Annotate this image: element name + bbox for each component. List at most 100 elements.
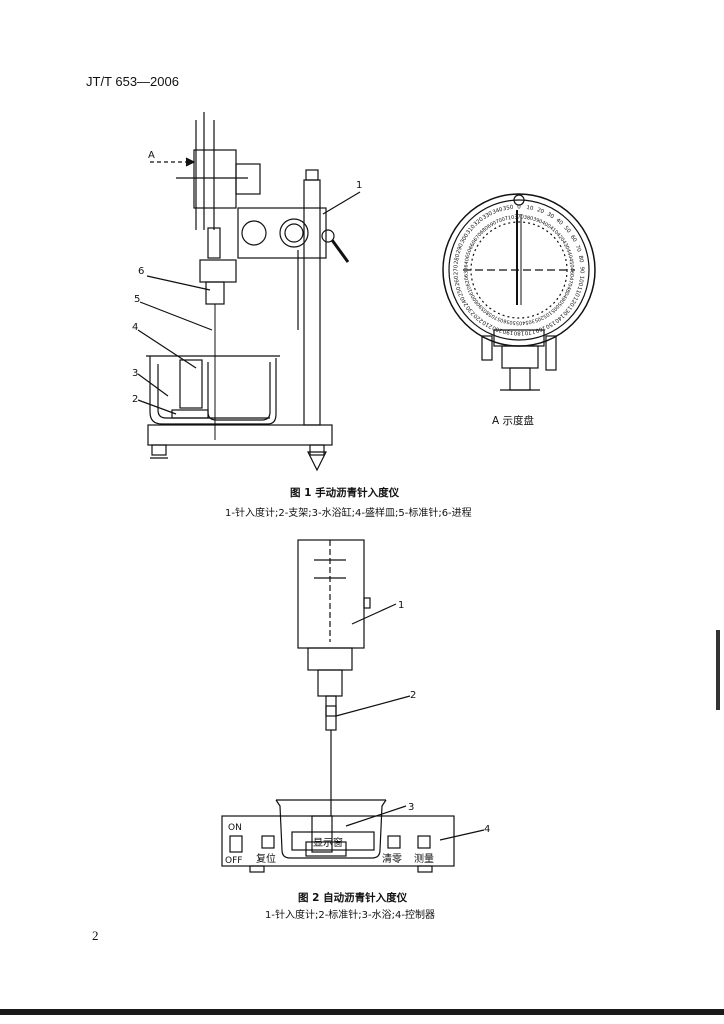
dial-number: 420: [555, 232, 566, 243]
dial-number: 140: [553, 312, 565, 324]
dial-number: 180: [513, 330, 524, 336]
dial-number: 50: [562, 225, 571, 235]
dial-number: 570: [491, 313, 502, 323]
dial-number: 510: [544, 307, 555, 317]
scan-margin-mark: [716, 630, 720, 710]
dial-gauge-housing: [193, 149, 237, 209]
controller-box: [221, 815, 455, 867]
fig2-label-3: 3: [408, 802, 414, 813]
fig1-label-2: 2: [132, 394, 138, 405]
dial-number: 170: [524, 328, 536, 336]
clear-label: 清零: [382, 852, 402, 865]
dial-number: 650: [465, 248, 474, 259]
dial-caption: A 示度盘: [492, 414, 535, 427]
penetrometer-housing: [297, 539, 365, 649]
dial-number: 10: [526, 205, 534, 212]
clear-button: [387, 835, 401, 849]
dial-number: 270: [454, 264, 460, 275]
figure-2-legend: 1-针入度计;2-标准针;3-水浴;4-控制器: [265, 908, 435, 921]
fig2-label-1: 1: [398, 600, 404, 611]
dial-number: 530: [528, 316, 539, 324]
dial-number: 110: [573, 285, 582, 297]
dial-number: 590: [476, 301, 487, 312]
support-arm: [237, 207, 327, 259]
reset-button: [261, 835, 275, 849]
dial-number: 310: [465, 223, 477, 235]
fig2-label-2: 2: [410, 690, 416, 701]
dial-number: 630: [463, 267, 469, 277]
dial-number: 290: [456, 242, 465, 254]
dial-number: 670: [473, 232, 484, 243]
fig1-label-6: 6: [138, 266, 144, 277]
dial-number: 410: [548, 225, 559, 236]
dial-number: 470: [566, 276, 574, 287]
dial-number: 710: [504, 215, 514, 223]
dial-number: 460: [568, 267, 574, 277]
reset-label: 复位: [256, 852, 276, 865]
dial-number: 30: [546, 211, 555, 220]
dial-number: 260: [454, 275, 462, 287]
dial-number: 40: [555, 218, 565, 227]
dial-number: 200: [491, 324, 503, 333]
dial-number: 390: [532, 216, 543, 225]
scan-bottom-edge: [0, 1009, 724, 1015]
dial-number: 660: [468, 240, 478, 251]
dial-number: 440: [565, 248, 574, 259]
dial-number: 620: [464, 276, 472, 287]
dial-number: 210: [481, 319, 494, 330]
dial-number: 400: [540, 220, 551, 230]
dial-number: 240: [459, 295, 470, 308]
on-label: ON: [228, 823, 242, 833]
figure-2-caption: 图 2 自动沥青针入度仪: [298, 891, 408, 904]
sample-dish: [207, 362, 271, 421]
fig1-label-1: 1: [356, 180, 362, 191]
dial-number: 280: [454, 253, 462, 265]
dial-number: 20: [536, 207, 545, 215]
dial-number: 680: [479, 225, 490, 236]
dial-number: 70: [574, 244, 582, 253]
base-foot-right: [309, 444, 325, 456]
dial-number: 560: [500, 316, 511, 324]
dial-number: 690: [486, 220, 497, 230]
dial-number: 80: [577, 255, 584, 263]
dial-number: 700: [495, 216, 506, 225]
dial-number: 500: [551, 301, 562, 312]
off-label: OFF: [225, 856, 242, 866]
dial-number: 370: [514, 215, 524, 221]
dial-number: 150: [544, 319, 557, 330]
measure-button: [417, 835, 431, 849]
dial-number: 610: [466, 285, 475, 296]
needle-holder: [325, 705, 337, 731]
dial-number: 220: [472, 312, 484, 324]
dial-number: 330: [482, 210, 495, 221]
display-window: [291, 831, 375, 851]
dial-number: 600: [470, 293, 480, 304]
figure-1-legend: 1-针入度计;2-支架;3-水浴缸;4-盛样皿;5-标准针;6-进程: [225, 506, 472, 519]
fig1-label-4: 4: [132, 322, 138, 333]
support-column: [303, 179, 321, 426]
dial-number: 100: [577, 275, 585, 287]
page-number: 2: [92, 928, 99, 943]
dial-number: 490: [558, 293, 568, 304]
dial-number: 340: [492, 206, 504, 215]
dial-number: 450: [567, 258, 574, 268]
dial-number: 520: [536, 313, 547, 323]
dial-number: 540: [519, 319, 529, 326]
leveling-screw: [307, 451, 327, 472]
standard-number: JT/T 653—2006: [86, 74, 179, 89]
dial-number: 250: [455, 285, 464, 297]
base-foot-left: [151, 444, 167, 456]
dial-number: 430: [560, 240, 570, 251]
fig1-label-3: 3: [132, 368, 138, 379]
figure-1-caption: 图 1 手动沥青针入度仪: [290, 486, 400, 499]
dial-number: 640: [463, 258, 470, 268]
fig1-label-5: 5: [134, 294, 140, 305]
base-plate: [147, 424, 333, 446]
dial-number: 580: [482, 307, 493, 317]
dial-number: 300: [460, 232, 471, 245]
figure-1-labels: 1 2 3 4 5 6: [132, 180, 362, 405]
dial-number: 120: [568, 295, 579, 308]
measure-label: 测量: [414, 852, 434, 865]
